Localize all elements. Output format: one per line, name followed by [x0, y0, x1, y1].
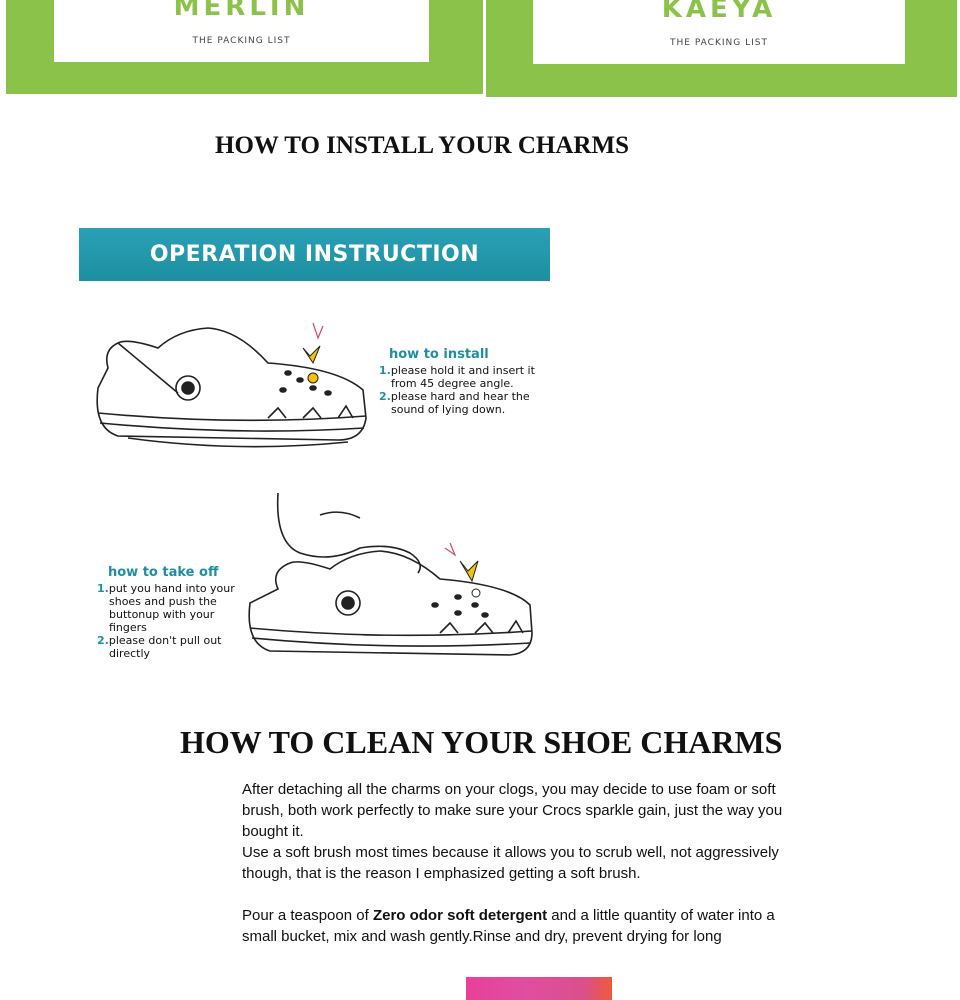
install-instructions: how to install 1.please hold it and inse… — [379, 347, 549, 416]
operation-banner: OPERATION INSTRUCTION — [79, 228, 550, 281]
takeoff-step-1: 1.put you hand into your — [97, 582, 235, 595]
card-name: MERLIN — [173, 0, 310, 22]
install-step-2-cont: sound of lying down. — [391, 403, 506, 416]
cleaning-photo — [466, 977, 612, 1000]
clean-heading: HOW TO CLEAN YOUR SHOE CHARMS — [180, 724, 783, 760]
takeoff-title: how to take off — [108, 565, 219, 580]
takeoff-instructions: how to take off 1.put you hand into your… — [97, 565, 247, 660]
clean-paragraph: Pour a teaspoon of Zero odor soft deterg… — [242, 907, 775, 945]
takeoff-step-1-cont: fingers — [109, 621, 147, 634]
takeoff-step-1-cont: shoes and push the — [109, 595, 217, 608]
clean-instructions: After detaching all the charms on your c… — [242, 779, 812, 947]
card-kaeya-label: KAEYA THE PACKING LIST — [533, 0, 905, 64]
takeoff-step-2-cont: directly — [109, 647, 151, 660]
install-heading: HOW TO INSTALL YOUR CHARMS — [215, 132, 629, 159]
clog-install-illustration — [96, 322, 367, 448]
detergent-name: Zero odor soft detergent — [372, 907, 548, 924]
takeoff-step-1-cont: buttonup with your — [109, 608, 215, 621]
clean-paragraph: Use a soft brush most times because it a… — [242, 844, 779, 882]
install-step-2: 2.please hard and hear the — [379, 390, 530, 403]
install-title: how to install — [389, 347, 489, 362]
card-kaeya: KAEYA THE PACKING LIST — [486, 0, 957, 97]
takeoff-step-2: 2.please don't pull out — [97, 634, 222, 647]
card-merlin: MERLIN THE PACKING LIST — [6, 0, 483, 94]
card-subtitle: THE PACKING LIST — [670, 38, 768, 48]
clean-paragraph: After detaching all the charms on your c… — [242, 781, 783, 840]
card-subtitle: THE PACKING LIST — [192, 36, 291, 46]
clog-takeoff-illustration — [248, 493, 533, 656]
card-name: KAEYA — [661, 0, 777, 24]
install-step-1-cont: from 45 degree angle. — [391, 377, 514, 390]
charm-icon — [302, 322, 324, 384]
spacer — [242, 884, 812, 905]
install-step-1: 1.please hold it and insert it — [379, 364, 535, 377]
card-merlin-label: MERLIN THE PACKING LIST — [54, 0, 429, 62]
charm-icon — [444, 542, 481, 598]
